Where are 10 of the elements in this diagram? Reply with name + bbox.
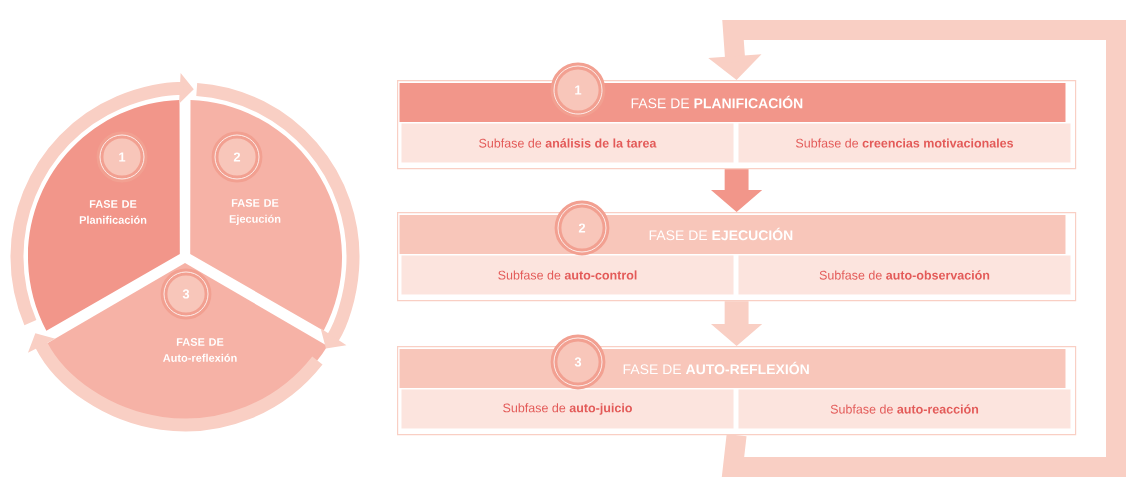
node-label: FASE DE Ejecución (229, 199, 281, 225)
subphase-box: Subfase de creencias motivacionales (737, 122, 1072, 164)
subphase-box: Subfase de análisis de la tarea (400, 122, 735, 164)
arrow (195, 82, 360, 349)
arrow (27, 333, 323, 432)
arrow (10, 73, 194, 325)
subphase-box: Subfase de auto-juicio (400, 388, 735, 430)
subphase-box: Subfase de auto-reacción (737, 388, 1072, 430)
subphase-box: Subfase de auto-control (400, 254, 735, 296)
subphase-box: Subfase de auto-observación (737, 254, 1072, 296)
